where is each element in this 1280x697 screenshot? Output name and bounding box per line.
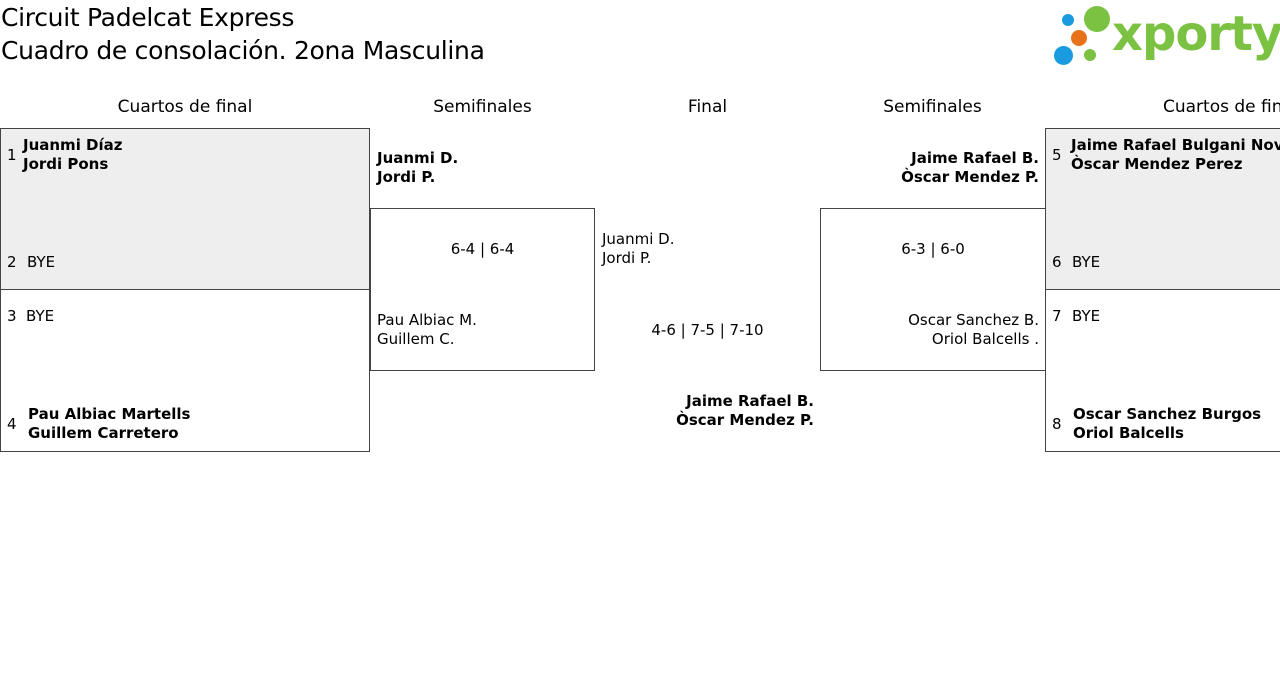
match-score: 6-3 | 6-0	[901, 240, 965, 258]
final-team-name[interactable]: Juanmi D.	[602, 230, 675, 248]
player-name[interactable]: Òscar Mendez Perez	[1071, 155, 1243, 173]
semi-team-name[interactable]: Oriol Balcells .	[931, 330, 1039, 348]
logo-dot-blue	[1054, 46, 1073, 65]
final-winner-name[interactable]: Òscar Mendez P.	[676, 411, 814, 429]
semi-team-name[interactable]: Juanmi D.	[377, 149, 459, 167]
bye-label: BYE	[27, 253, 56, 271]
logo-dot-green	[1084, 6, 1110, 32]
right-quarter-match-1[interactable]	[1045, 128, 1280, 290]
seed-number: 2	[7, 253, 17, 271]
player-name[interactable]: Pau Albiac Martells	[28, 405, 191, 423]
logo-dot-green-small	[1084, 49, 1096, 61]
logo-dot-orange	[1071, 30, 1087, 46]
round-header-final: Final	[687, 97, 728, 117]
seed-number: 3	[7, 307, 17, 325]
player-name[interactable]: Oscar Sanchez Burgos	[1073, 405, 1262, 423]
round-header-right-semis: Semifinales	[883, 97, 982, 117]
xporty-logo[interactable]: xporty	[1050, 4, 1280, 68]
right-quarter-match-2[interactable]	[1045, 289, 1280, 452]
seed-number: 5	[1052, 146, 1062, 164]
semi-team-name[interactable]: Jaime Rafael B.	[911, 149, 1039, 167]
left-quarter-match-2[interactable]	[0, 289, 370, 452]
semi-team-name[interactable]: Òscar Mendez P.	[901, 168, 1039, 186]
seed-number: 4	[7, 415, 17, 433]
seed-number: 1	[7, 146, 17, 164]
semi-team-name[interactable]: Oscar Sanchez B.	[908, 311, 1039, 329]
left-quarter-match-1[interactable]	[0, 128, 370, 290]
semi-team-name[interactable]: Pau Albiac M.	[377, 311, 477, 329]
bye-label: BYE	[26, 307, 55, 325]
seed-number: 7	[1052, 307, 1062, 325]
page-subtitle: Cuadro de consolación. 2ona Masculina	[1, 36, 485, 65]
semi-team-name[interactable]: Guillem C.	[377, 330, 455, 348]
logo-dot-blue-small	[1062, 14, 1074, 26]
final-score: 4-6 | 7-5 | 7-10	[651, 321, 764, 339]
player-name[interactable]: Juanmi Díaz	[23, 136, 123, 154]
final-team-name[interactable]: Jordi P.	[602, 249, 652, 267]
player-name[interactable]: Oriol Balcells	[1073, 424, 1184, 442]
bye-label: BYE	[1072, 307, 1101, 325]
player-name[interactable]: Guillem Carretero	[28, 424, 179, 442]
seed-number: 8	[1052, 415, 1062, 433]
player-name[interactable]: Jordi Pons	[23, 155, 109, 173]
player-name[interactable]: Jaime Rafael Bulgani Novell	[1071, 136, 1280, 154]
logo-text: xporty	[1112, 6, 1280, 62]
seed-number: 6	[1052, 253, 1062, 271]
round-header-left-quarters: Cuartos de final	[117, 97, 253, 117]
final-winner-name[interactable]: Jaime Rafael B.	[686, 392, 814, 410]
bye-label: BYE	[1072, 253, 1101, 271]
match-score: 6-4 | 6-4	[450, 240, 515, 258]
left-semi-match[interactable]	[370, 208, 595, 371]
page-title: Circuit Padelcat Express	[1, 3, 295, 32]
round-header-right-quarters: Cuartos de final	[1163, 97, 1280, 117]
semi-team-name[interactable]: Jordi P.	[377, 168, 436, 186]
round-header-left-semis: Semifinales	[433, 97, 532, 117]
